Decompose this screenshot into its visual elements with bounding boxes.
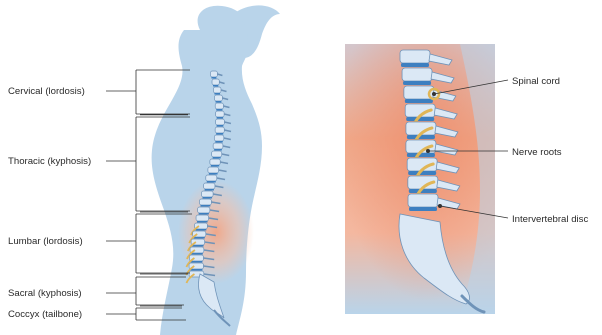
disc <box>211 165 219 167</box>
label-lumbar: Lumbar (lordosis) <box>8 236 83 247</box>
disc <box>190 261 202 263</box>
vertebra <box>204 183 215 189</box>
disc <box>194 237 205 239</box>
label-coccyx: Coccyx (tailbone) <box>8 309 82 320</box>
vertebra <box>199 199 211 205</box>
vertebra <box>215 127 224 133</box>
label-cervical: Cervical (lordosis) <box>8 86 85 97</box>
disc <box>215 101 221 103</box>
label-spinal-cord: Spinal cord <box>512 76 560 87</box>
vertebra <box>213 143 223 149</box>
disc <box>205 189 214 191</box>
disc <box>213 85 218 87</box>
disc <box>207 181 216 183</box>
disc <box>405 99 433 103</box>
disc <box>190 269 202 271</box>
leader-dot-spinal-cord <box>432 92 436 96</box>
vertebra <box>206 175 217 181</box>
vertebra <box>408 194 438 207</box>
disc <box>216 133 223 135</box>
vertebra <box>196 215 209 221</box>
vertebra <box>214 135 223 141</box>
vertebra <box>216 119 225 125</box>
region-labels: Cervical (lordosis) Thoracic (kyphosis) … <box>8 86 91 320</box>
leader-dot-disc <box>438 204 442 208</box>
label-nerve-roots: Nerve roots <box>512 147 562 158</box>
disc <box>409 207 437 211</box>
disc <box>217 117 224 119</box>
disc <box>196 229 207 231</box>
disc <box>202 197 212 199</box>
vertebra <box>214 95 222 101</box>
vertebra <box>198 207 210 213</box>
vertebra <box>402 68 432 81</box>
vertebra <box>213 87 221 93</box>
disc <box>401 63 429 67</box>
vertebra <box>400 50 430 63</box>
vertebra <box>212 151 222 157</box>
disc <box>209 173 218 175</box>
disc <box>403 81 431 85</box>
disc <box>199 213 209 215</box>
disc <box>192 245 203 247</box>
vertebra <box>216 111 225 117</box>
disc <box>197 221 208 223</box>
vertebra <box>208 167 219 173</box>
vertebra <box>212 79 219 85</box>
vertebra <box>210 159 220 165</box>
leader-dot-nerve-roots <box>426 149 430 153</box>
label-intervertebral-disc: Intervertebral disc <box>512 214 588 225</box>
disc <box>216 109 222 111</box>
disc <box>215 141 222 143</box>
disc <box>200 205 210 207</box>
label-sacral: Sacral (kyphosis) <box>8 288 82 299</box>
disc <box>217 125 224 127</box>
disc <box>191 253 203 255</box>
disc <box>211 77 216 79</box>
disc <box>214 93 220 95</box>
vertebra <box>210 71 217 77</box>
label-thoracic: Thoracic (kyphosis) <box>8 156 91 167</box>
vertebra <box>201 191 213 197</box>
vertebra <box>215 103 223 109</box>
disc <box>214 149 222 151</box>
disc <box>213 157 221 159</box>
